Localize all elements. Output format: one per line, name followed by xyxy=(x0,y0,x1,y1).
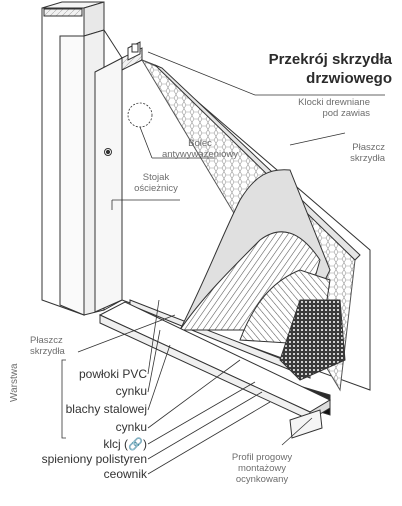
callout-anti-burglary-pin: Bolec antywyważeniowy xyxy=(161,138,239,160)
layer-channel: ceownik xyxy=(103,467,147,481)
title-line-1: Przekrój skrzydła xyxy=(268,51,392,68)
layer-steel-sheet: blachy stalowej xyxy=(65,402,147,416)
frame-top-wood xyxy=(43,8,83,17)
diagram-title: Przekrój skrzydła drzwiowego xyxy=(212,50,392,88)
callout-leaf-skin-left: Płaszcz skrzydła xyxy=(30,335,65,357)
layer-pvc: powłoki PVC xyxy=(78,367,147,381)
layer-group-label: Warstwa xyxy=(9,363,20,402)
layer-polystyrene: spieniony polistyren xyxy=(41,452,147,466)
layer-zinc-1: cynku xyxy=(115,384,147,398)
hinge-blocks xyxy=(121,41,143,71)
callout-threshold-profile: Profil progowy montażowy ocynkowany xyxy=(231,452,293,485)
leader-lines xyxy=(77,51,385,475)
callout-frame-jamb: Stojak ościeżnicy xyxy=(134,172,178,194)
title-line-2: drzwiowego xyxy=(306,70,392,87)
door-leaf xyxy=(121,58,371,416)
callout-hinge-blocks: Klocki drewniane pod zawias xyxy=(298,97,370,119)
callout-leaf-skin-right: Płaszcz skrzydła xyxy=(350,142,385,164)
layer-glue: klcj (🔗) xyxy=(103,437,147,451)
layer-zinc-2: cynku xyxy=(115,420,147,434)
frame-profile xyxy=(41,1,123,316)
